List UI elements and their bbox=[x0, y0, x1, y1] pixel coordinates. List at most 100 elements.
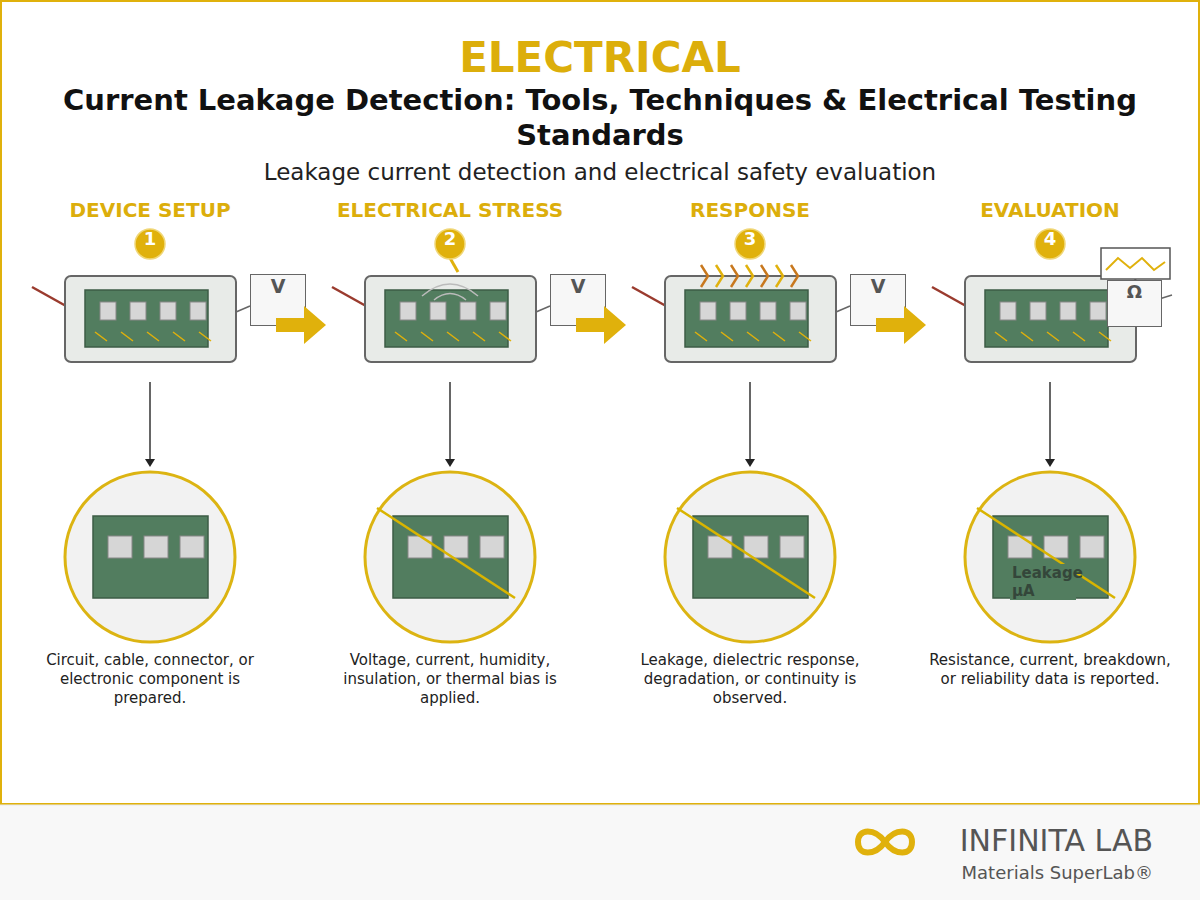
number-disc bbox=[1035, 229, 1065, 259]
trace bbox=[1047, 332, 1059, 341]
detail-pad bbox=[108, 536, 132, 558]
detail-outline bbox=[663, 470, 837, 644]
leakage-chevron bbox=[776, 265, 783, 287]
trace bbox=[773, 332, 785, 341]
detail-circle: Voltage, current, humidity, insulation, … bbox=[363, 470, 537, 644]
circuit-board bbox=[385, 290, 508, 347]
step-description: Resistance, current, breakdown, or relia… bbox=[922, 651, 1178, 689]
fault-line bbox=[377, 508, 515, 598]
meter-box: V bbox=[250, 274, 306, 326]
footer-rule bbox=[0, 805, 1200, 806]
leakage-chevron bbox=[716, 265, 723, 287]
contact-pad bbox=[460, 302, 476, 320]
detail-arrow bbox=[749, 382, 751, 460]
waveform-display bbox=[1101, 248, 1170, 279]
diagram-title: Current Leakage Detection: Tools, Techni… bbox=[50, 83, 1150, 153]
leakage-chevron bbox=[701, 265, 708, 287]
step-number: ELECTRICAL STRESS2 bbox=[434, 228, 466, 260]
step-number: RESPONSE3 bbox=[734, 228, 766, 260]
contact-pad bbox=[790, 302, 806, 320]
meter-symbol: V bbox=[851, 275, 905, 325]
trace bbox=[1021, 332, 1033, 341]
fault-line bbox=[677, 508, 815, 598]
trace bbox=[421, 332, 433, 341]
detail-outline bbox=[963, 470, 1137, 644]
meter-symbol: V bbox=[251, 275, 305, 325]
device-housing bbox=[65, 276, 236, 362]
number-disc bbox=[135, 229, 165, 259]
step-description: Voltage, current, humidity, insulation, … bbox=[322, 651, 578, 708]
lead-wire bbox=[932, 287, 966, 306]
detail-arrow-head bbox=[745, 459, 755, 467]
detail-arrow-head bbox=[445, 459, 455, 467]
detail-arrow bbox=[1049, 382, 1051, 460]
contact-pad bbox=[700, 302, 716, 320]
circuit-board bbox=[85, 290, 208, 347]
detail-pad bbox=[1008, 536, 1032, 558]
contact-pad bbox=[400, 302, 416, 320]
trace bbox=[121, 332, 133, 341]
callout-number: 2 bbox=[434, 228, 466, 260]
detail-disc bbox=[665, 472, 835, 642]
detail-pad bbox=[1080, 536, 1104, 558]
detail-arrow bbox=[149, 382, 151, 460]
contact-pad bbox=[1090, 302, 1106, 320]
step-arrow-head bbox=[604, 306, 626, 344]
trace bbox=[499, 332, 511, 341]
step-number: DEVICE SETUP1 bbox=[134, 228, 166, 260]
leakage-readout: Leakage μA bbox=[1010, 564, 1076, 600]
callout-number: 4 bbox=[1034, 228, 1066, 260]
step-heading: ELECTRICAL STRESS bbox=[337, 198, 563, 222]
trace bbox=[173, 332, 185, 341]
circuit-board bbox=[685, 290, 808, 347]
contact-pad bbox=[1000, 302, 1016, 320]
contact-pad bbox=[1030, 302, 1046, 320]
detail-disc bbox=[965, 472, 1135, 642]
probe-wire bbox=[836, 306, 850, 312]
step-heading: EVALUATION bbox=[980, 198, 1120, 222]
brand-tagline: Materials SuperLab® bbox=[962, 862, 1153, 884]
lead-wire bbox=[632, 287, 666, 306]
trace bbox=[799, 332, 811, 341]
step-description: Circuit, cable, connector, or electronic… bbox=[22, 651, 278, 708]
meter-box: V bbox=[850, 274, 906, 326]
footer-band bbox=[0, 805, 1200, 900]
meter-symbol: V bbox=[551, 275, 605, 325]
contact-pad bbox=[730, 302, 746, 320]
trace bbox=[995, 332, 1007, 341]
number-disc bbox=[735, 229, 765, 259]
trace bbox=[721, 332, 733, 341]
subtitle: Leakage current detection and electrical… bbox=[0, 158, 1200, 186]
leakage-chevron bbox=[731, 265, 738, 287]
detail-arrow-head bbox=[145, 459, 155, 467]
trace bbox=[473, 332, 485, 341]
circuit-board bbox=[985, 290, 1108, 347]
brand-name: INFINITA LAB bbox=[960, 823, 1153, 859]
meter-symbol: Ω bbox=[1108, 281, 1161, 326]
detail-board bbox=[93, 516, 208, 598]
probe-wire bbox=[536, 306, 550, 312]
stress-spark bbox=[450, 258, 458, 272]
detail-arrow-head bbox=[1045, 459, 1055, 467]
lead-wire bbox=[332, 287, 366, 306]
step-arrow-head bbox=[904, 306, 926, 344]
leakage-chevron bbox=[761, 265, 768, 287]
leakage-chevron bbox=[791, 265, 798, 287]
detail-circle: Leakage, dielectric response, degradatio… bbox=[663, 470, 837, 644]
trace bbox=[447, 332, 459, 341]
trace bbox=[95, 332, 107, 341]
detail-pad bbox=[480, 536, 504, 558]
contact-pad bbox=[760, 302, 776, 320]
field-arc bbox=[434, 294, 466, 301]
meter-box: V bbox=[550, 274, 606, 326]
detail-pad bbox=[180, 536, 204, 558]
leakage-chevron bbox=[746, 265, 753, 287]
detail-pad bbox=[144, 536, 168, 558]
step-heading: RESPONSE bbox=[690, 198, 810, 222]
contact-pad bbox=[130, 302, 146, 320]
trace bbox=[1073, 332, 1085, 341]
detail-arrow bbox=[449, 382, 451, 460]
detail-disc bbox=[65, 472, 235, 642]
lead-wire bbox=[32, 287, 66, 306]
